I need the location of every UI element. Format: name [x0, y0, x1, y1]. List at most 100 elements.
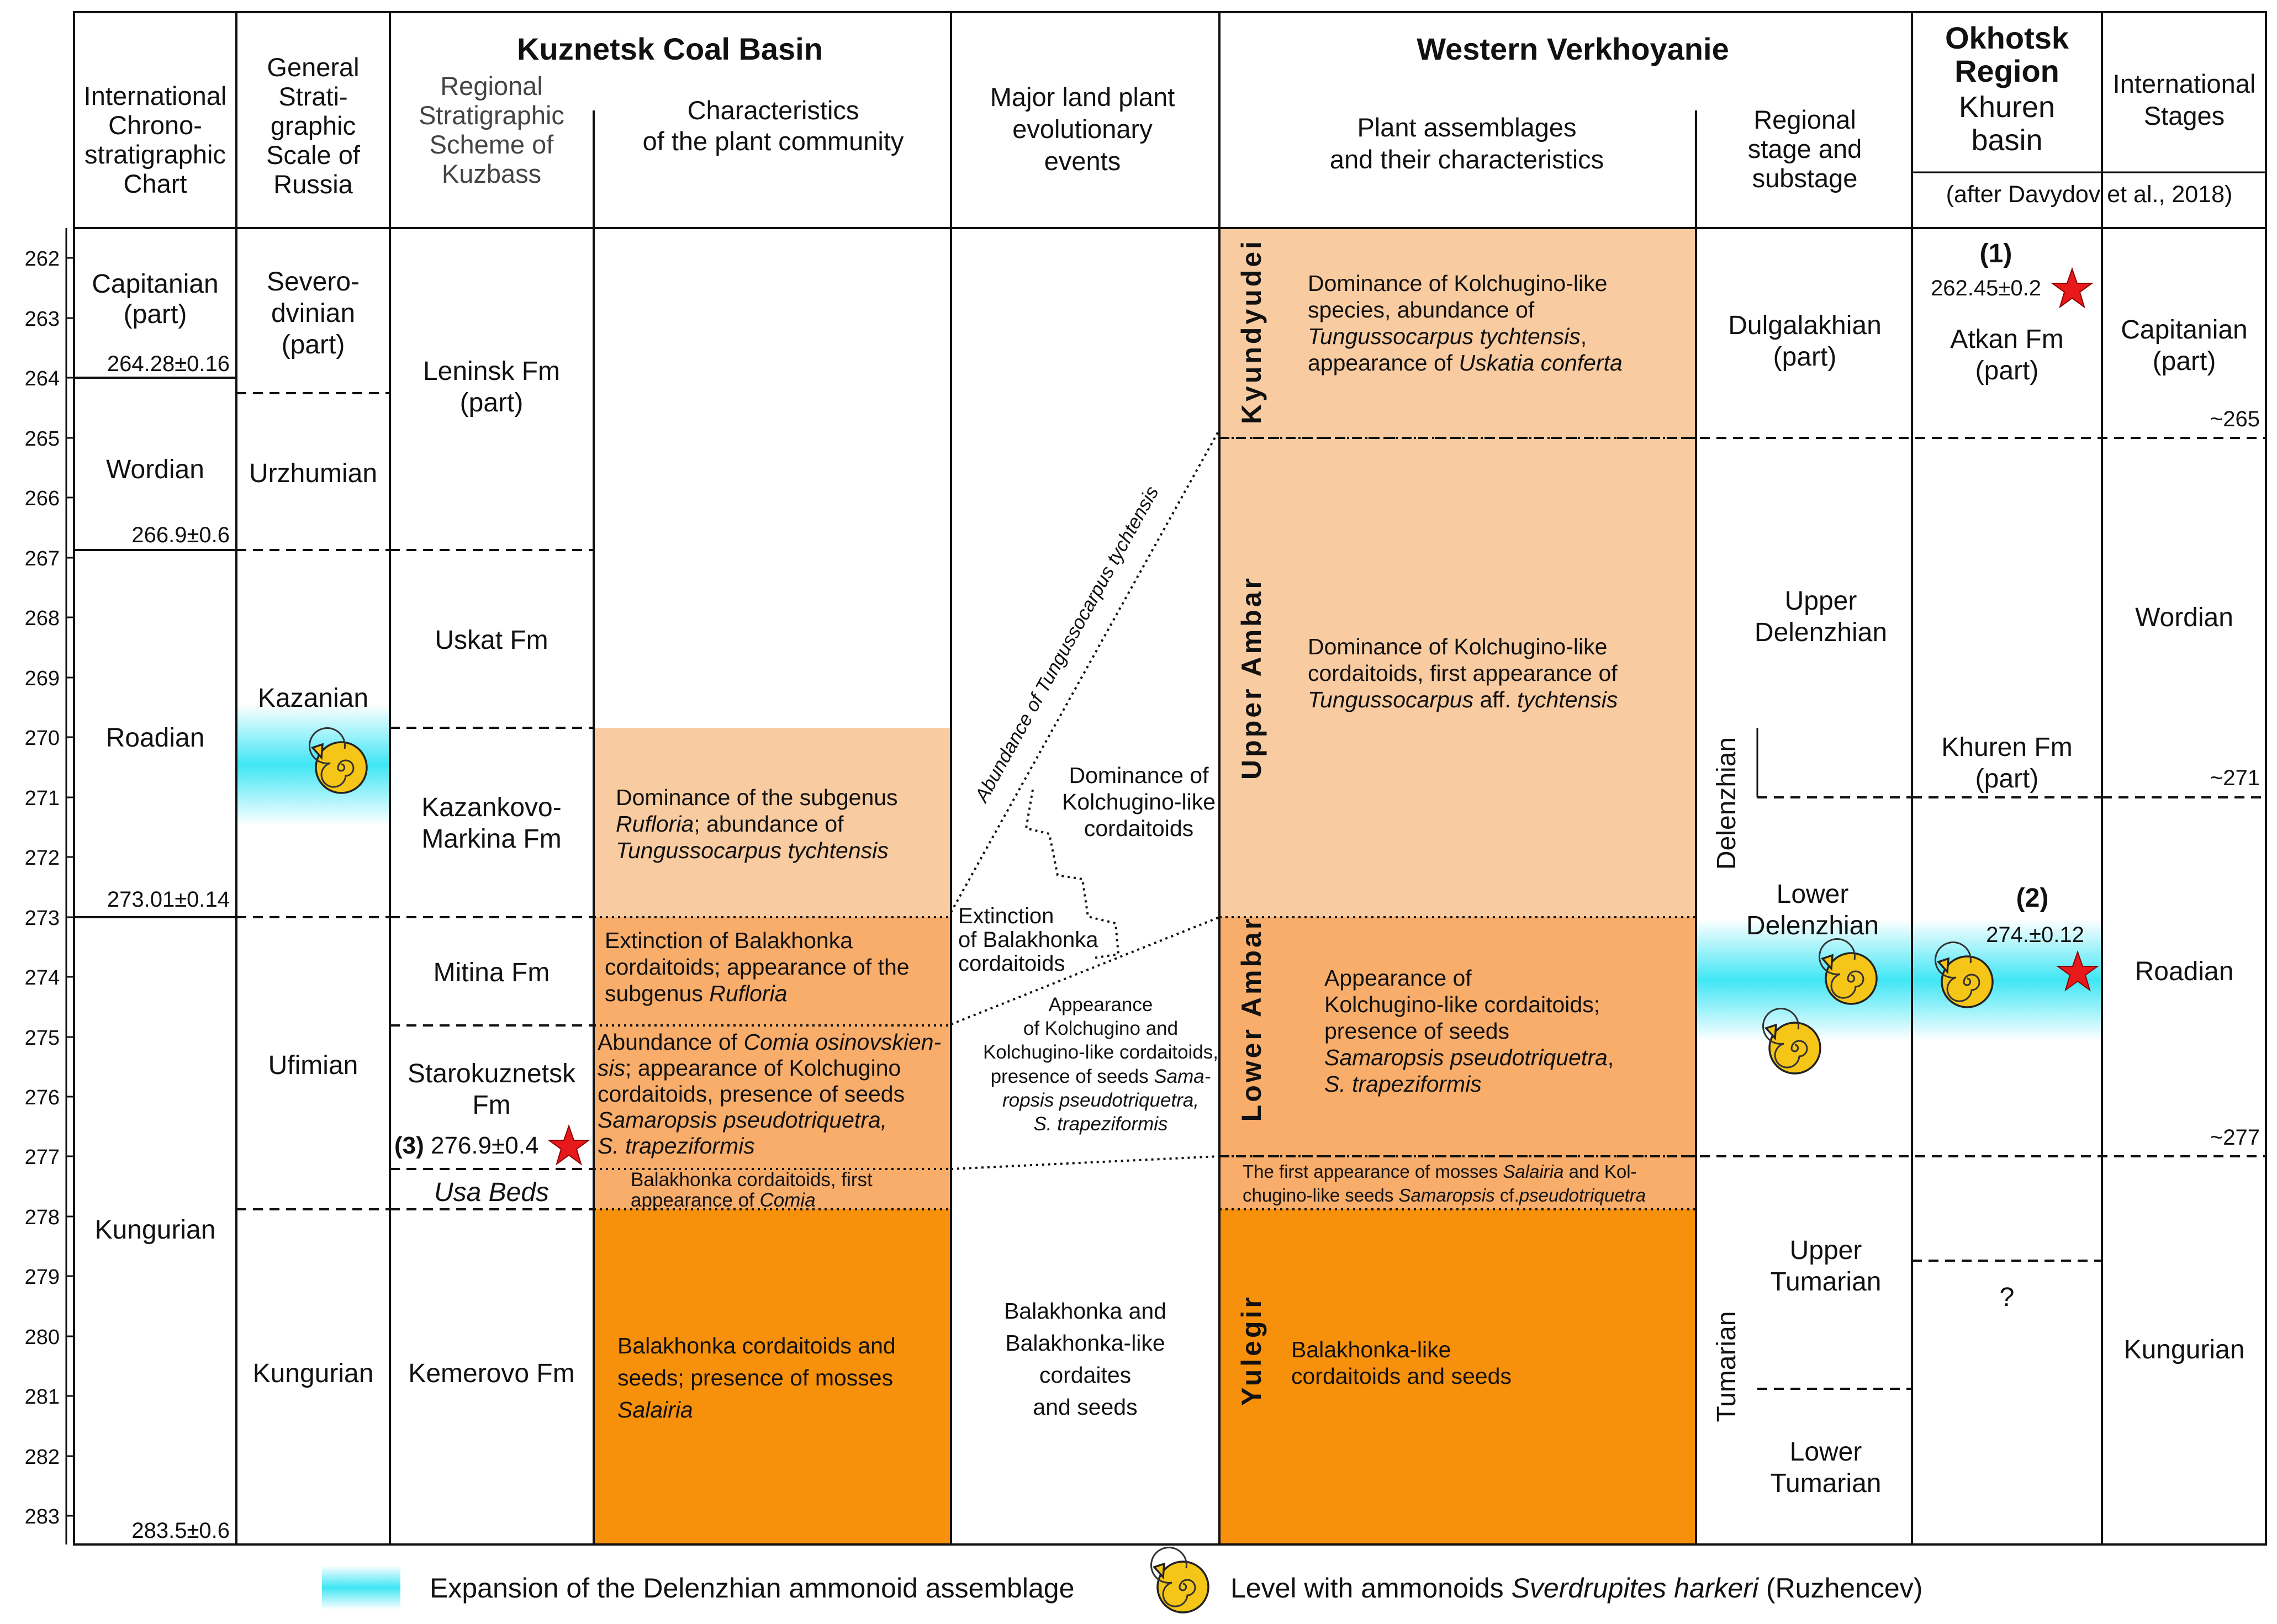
event-extinction-1: Extinction — [958, 904, 1054, 928]
table-frame — [73, 11, 2267, 1546]
event-balakhonka-4: and seeds — [1033, 1394, 1137, 1420]
header-intl-chart-4: Chart — [124, 169, 187, 198]
kungurian: Kungurian — [95, 1215, 216, 1245]
header-gss-1: General — [267, 52, 359, 82]
header-intl-stages-1: International — [2113, 69, 2256, 98]
kyundyudei-text-4: appearance of Uskatia conferta — [1308, 350, 1623, 375]
event-appearance-6: S. trapeziformis — [1033, 1113, 1167, 1135]
event-balakhonka-3: cordaites — [1039, 1362, 1131, 1388]
plant-usa-1: Balakhonka cordaitoids, first — [631, 1169, 873, 1191]
event-appearance-3: Kolchugino-like cordaitoids, — [983, 1041, 1218, 1063]
intl-stages-column: Capitanian (part) ~265 Wordian ~271 Road… — [2121, 315, 2260, 1364]
severodvinian-1: Severo- — [267, 267, 360, 297]
kemerovo: Kemerovo Fm — [408, 1359, 574, 1388]
stage-kungurian: Kungurian — [2124, 1335, 2245, 1364]
wordian: Wordian — [106, 455, 204, 484]
fill-kyundyudei — [1219, 228, 1696, 438]
header-regional-scheme-3: Scheme of — [430, 130, 554, 159]
capitanian-1: Capitanian — [92, 269, 219, 299]
upper-ambar-text-1: Dominance of Kolchugino-like — [1308, 634, 1607, 659]
header-assemblages-1: Plant assemblages — [1357, 113, 1576, 142]
plant-starokuznetsk-1: Abundance of Comia osinovskien- — [598, 1029, 941, 1055]
tick-label: 281 — [25, 1385, 60, 1409]
tick-label: 280 — [25, 1326, 60, 1349]
header-verkhoyanie-title: Western Verkhoyanie — [1417, 31, 1729, 66]
date-283-5: 283.5±0.6 — [131, 1519, 230, 1543]
tick-label: 267 — [25, 547, 60, 570]
header-regional-stage-2: stage and — [1748, 134, 1862, 163]
fill-kemerovo — [594, 1209, 951, 1544]
tick-label: 275 — [25, 1027, 60, 1050]
plant-kemerovo-3: Salairia — [617, 1397, 693, 1422]
header-intl-stages-2: Stages — [2144, 101, 2225, 130]
header-regional-scheme-4: Kuzbass — [442, 159, 541, 188]
tick-label: 274 — [25, 966, 60, 990]
stage-wordian: Wordian — [2135, 603, 2233, 632]
event-appearance-2: of Kolchugino and — [1023, 1018, 1178, 1039]
lower-delenzhian-2: Delenzhian — [1746, 911, 1879, 940]
header: International Chrono- stratigraphic Char… — [84, 20, 2256, 208]
header-after-davydov: (after Davydov et al., 2018) — [1946, 181, 2233, 208]
event-dominance-3: cordaitoids — [1084, 816, 1193, 841]
stage-roadian: Roadian — [2135, 957, 2234, 986]
tick-label: 268 — [25, 607, 60, 630]
event-dominance-1: Dominance of — [1069, 763, 1209, 788]
date-266-9: 266.9±0.6 — [131, 523, 230, 547]
okhotsk-question: ? — [2000, 1283, 2015, 1312]
header-regional-scheme-2: Stratigraphic — [419, 100, 564, 130]
lower-delenzhian-1: Lower — [1777, 880, 1849, 909]
yulegir-text-1: Balakhonka-like — [1291, 1337, 1451, 1362]
plant-mitina-1: Extinction of Balakhonka — [605, 928, 853, 953]
severodvinian-2: dvinian — [271, 299, 355, 328]
event-appearance-1: Appearance — [1049, 994, 1153, 1015]
header-khuren-1: Khuren — [1959, 91, 2055, 124]
plant-community-fills — [594, 728, 951, 1544]
upper-tumarian-1: Upper — [1790, 1236, 1862, 1265]
upper-tumarian-2: Tumarian — [1771, 1267, 1882, 1297]
plant-kazankovo-1: Dominance of the subgenus — [616, 785, 898, 810]
legend-glow-swatch — [322, 1565, 400, 1610]
mitina: Mitina Fm — [434, 958, 550, 987]
fill-kazankovo — [594, 728, 951, 917]
header-plant-community-2: of the plant community — [643, 126, 904, 156]
header-khuren-2: basin — [1971, 124, 2042, 157]
plant-kazankovo-2: Rufloria; abundance of — [616, 811, 844, 837]
boundary-271: ~271 — [2210, 766, 2260, 790]
verkhoyanie-column: Kyundyudei Dominance of Kolchugino-like … — [1236, 239, 1646, 1406]
tick-label: 270 — [25, 727, 60, 750]
first-mosses-2: chugino-like seeds Samaropsis cf.pseudot… — [1243, 1185, 1646, 1205]
tick-label: 263 — [25, 308, 60, 331]
lower-ambar-text-4: Samaropsis pseudotriquetra, — [1324, 1045, 1614, 1070]
lower-ambar-text-5: S. trapeziformis — [1324, 1071, 1482, 1097]
legend-expansion-text: Expansion of the Delenzhian ammonoid ass… — [430, 1573, 1074, 1604]
marker-1-date: 262.45±0.2 — [1931, 276, 2041, 300]
verkhoyanie-fills — [1219, 228, 1696, 1544]
star-icon — [548, 1125, 589, 1165]
starokuznetsk-2: Fm — [472, 1091, 510, 1120]
plant-kemerovo-1: Balakhonka cordaitoids and — [617, 1333, 896, 1358]
tick-label: 282 — [25, 1446, 60, 1469]
fill-starokuznetsk — [594, 1025, 951, 1169]
first-mosses-1: The first appearance of mosses Salairia … — [1243, 1161, 1637, 1182]
regional-stage-column: Dulgalakhian (part) Upper Delenzhian Del… — [1712, 311, 1887, 1498]
tick-label: 277 — [25, 1146, 60, 1169]
plant-mitina-2: cordaitoids; appearance of the — [605, 954, 910, 980]
date-264-28: 264.28±0.16 — [107, 352, 230, 376]
header-assemblages-2: and their characteristics — [1330, 145, 1604, 174]
dulgalakhian-2: (part) — [1773, 342, 1837, 372]
delenzhian-label: Delenzhian — [1712, 737, 1741, 870]
tick-label: 266 — [25, 487, 60, 510]
legend-level-text: Level with ammonoids Sverdrupites harker… — [1230, 1573, 1922, 1604]
dulgalakhian-1: Dulgalakhian — [1728, 311, 1882, 340]
plant-kazankovo-3: Tungussocarpus tychtensis — [616, 838, 889, 863]
khuren-fm-1: Khuren Fm — [1941, 733, 2072, 762]
capitanian-2: (part) — [124, 300, 187, 329]
upper-delenzhian-2: Delenzhian — [1755, 618, 1887, 647]
usa-beds: Usa Beds — [434, 1178, 549, 1207]
atkan-2: (part) — [1975, 356, 2039, 385]
tick-label: 272 — [25, 847, 60, 870]
intl-chart-column: Capitanian (part) 264.28±0.16 Wordian 26… — [92, 269, 230, 1543]
atkan-1: Atkan Fm — [1950, 325, 2063, 354]
header-gss-4: Scale of — [266, 140, 361, 170]
kuzbass-column: Leninsk Fm (part) Uskat Fm Kazankovo- Ma… — [408, 357, 576, 1388]
